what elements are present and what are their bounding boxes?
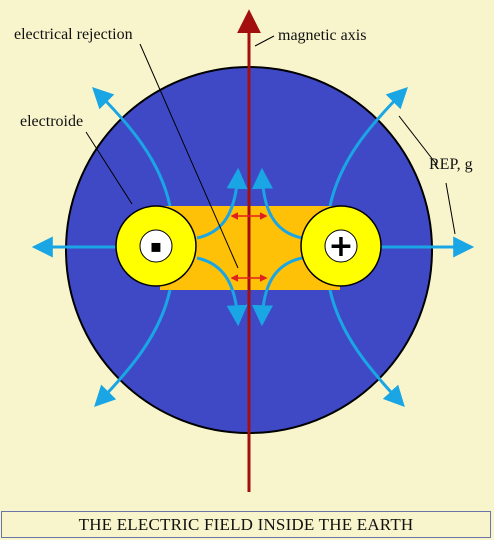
leader-magnetic-axis [254,35,275,47]
leader-rep-g-1 [398,115,438,166]
field-lines [31,87,475,408]
leader-lines [85,35,456,269]
label-magnetic-axis: magnetic axis [278,27,366,44]
field-line-right-upper-inner [251,167,303,240]
left-pole-symbol: ▪ [150,236,162,257]
leader-electrical-rejection [139,43,239,269]
label-electroide: electroide [20,113,83,130]
electric-field-diagram: ▪ + electrical rejection magnetic axis e… [14,9,475,492]
field-line-right-upper-outer [328,87,408,207]
field-line-right-lower-inner [251,256,303,327]
right-pole-symbol: + [328,229,353,264]
right-electroide-inner [324,229,358,263]
label-electrical-rejection: electrical rejection [14,26,133,43]
leader-electroide [85,131,133,205]
field-line-left-lower-inner [196,256,248,327]
field-line-right-lower-outer [328,289,405,408]
leader-rep-g-2 [445,182,456,235]
caption-text: THE ELECTRIC FIELD INSIDE THE EARTH [78,514,414,534]
field-line-left-upper-outer [92,87,172,207]
caption-bar: THE ELECTRIC FIELD INSIDE THE EARTH [1,511,491,538]
label-rep-g: REP, g [429,156,473,173]
field-line-left-upper-inner [196,167,248,240]
left-electroide-inner [139,229,173,263]
field-line-left-lower-outer [94,289,172,408]
